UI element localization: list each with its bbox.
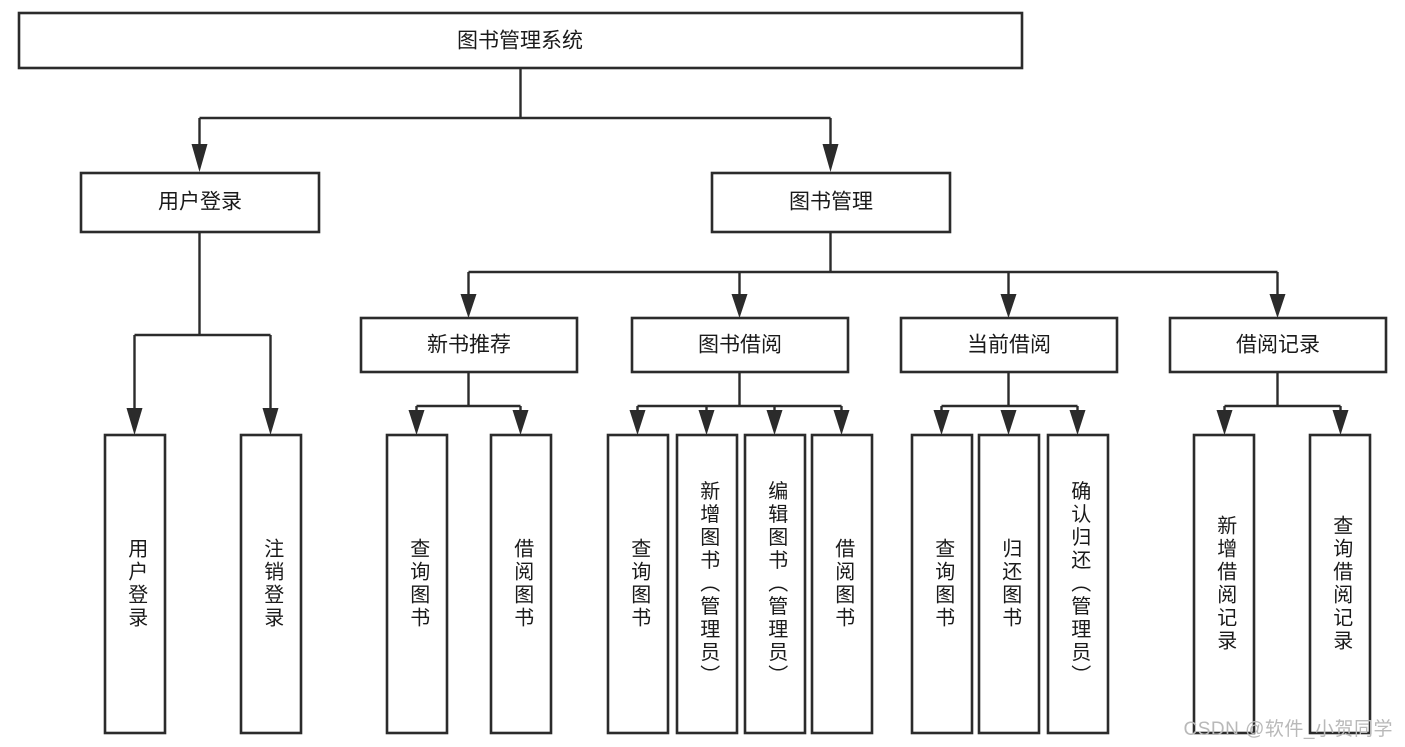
- node-leaf-add-book[interactable]: 新增图书（管理员）: [675, 433, 739, 735]
- node-leaf-query-book-1-label: 查询图书: [407, 538, 430, 630]
- node-leaf-query-book-3-box[interactable]: [910, 433, 974, 735]
- node-records-label: 借阅记录: [1236, 334, 1320, 357]
- arrow-current-to-return: [1000, 410, 1017, 435]
- node-leaf-edit-book[interactable]: 编辑图书（管理员）: [743, 433, 807, 735]
- node-newbook-box[interactable]: [359, 316, 579, 374]
- connector-group-root: [191, 68, 839, 172]
- node-root[interactable]: 图书管理系统: [17, 11, 1024, 70]
- node-leaf-query-record[interactable]: 查询借阅记录: [1308, 433, 1372, 735]
- node-leaf-query-book-2[interactable]: 查询图书: [606, 433, 670, 735]
- node-leaf-add-book-label: 新增图书（管理员）: [697, 480, 720, 687]
- node-leaf-query-book-1-box[interactable]: [385, 433, 449, 735]
- node-newbook[interactable]: 新书推荐: [359, 316, 579, 374]
- node-leaf-borrow-book-1-box[interactable]: [489, 433, 553, 735]
- arrow-records-to-query: [1332, 410, 1349, 435]
- node-leaf-return-book-label: 归还图书: [999, 538, 1022, 630]
- arrow-borrow-to-borrowbook: [833, 410, 850, 435]
- node-leaf-confirm-return[interactable]: 确认归还（管理员）: [1046, 433, 1110, 735]
- connector-group-login: [126, 232, 279, 435]
- node-leaf-borrow-book-2-label: 借阅图书: [832, 538, 855, 630]
- node-bookmgmt[interactable]: 图书管理: [710, 171, 952, 234]
- node-leaf-user-login-box[interactable]: [103, 433, 167, 735]
- node-leaf-user-logout-label: 注销登录: [261, 538, 284, 630]
- node-bookmgmt-box[interactable]: [710, 171, 952, 234]
- node-leaf-user-logout-box[interactable]: [239, 433, 303, 735]
- node-leaf-query-book-2-label: 查询图书: [628, 538, 651, 630]
- node-current[interactable]: 当前借阅: [899, 316, 1119, 374]
- node-leaf-return-book-box[interactable]: [977, 433, 1041, 735]
- node-root-label: 图书管理系统: [457, 30, 583, 53]
- node-leaf-query-book-2-box[interactable]: [606, 433, 670, 735]
- arrow-root-to-bookmgmt: [822, 144, 839, 172]
- arrow-borrow-to-add: [698, 410, 715, 435]
- node-leaf-query-book-3[interactable]: 查询图书: [910, 433, 974, 735]
- node-leaf-add-record[interactable]: 新增借阅记录: [1192, 433, 1256, 735]
- node-borrow-label: 图书借阅: [698, 334, 782, 357]
- node-leaf-borrow-book-1-label: 借阅图书: [511, 538, 534, 630]
- arrow-current-to-confirm: [1069, 410, 1086, 435]
- node-leaf-query-record-box[interactable]: [1308, 433, 1372, 735]
- node-leaf-add-record-label: 新增借阅记录: [1214, 515, 1237, 653]
- arrow-newbook-to-borrow: [512, 410, 529, 435]
- node-leaf-borrow-book-2[interactable]: 借阅图书: [810, 433, 874, 735]
- node-leaf-borrow-book-2-box[interactable]: [810, 433, 874, 735]
- node-borrow-box[interactable]: [630, 316, 850, 374]
- node-root-box[interactable]: [17, 11, 1024, 70]
- node-leaf-return-book[interactable]: 归还图书: [977, 433, 1041, 735]
- node-leaf-query-book-3-label: 查询图书: [932, 538, 955, 630]
- node-login-label: 用户登录: [158, 191, 242, 214]
- node-leaf-user-logout[interactable]: 注销登录: [239, 433, 303, 735]
- connector-group-newbook: [408, 372, 529, 435]
- node-leaf-confirm-return-box[interactable]: [1046, 433, 1110, 735]
- connector-group-current: [933, 372, 1086, 435]
- node-newbook-label: 新书推荐: [427, 334, 511, 357]
- node-leaf-edit-book-label: 编辑图书（管理员）: [765, 480, 788, 687]
- node-records[interactable]: 借阅记录: [1168, 316, 1388, 374]
- node-current-box[interactable]: [899, 316, 1119, 374]
- node-leaf-user-login-label: 用户登录: [125, 538, 148, 630]
- node-leaf-borrow-book-1[interactable]: 借阅图书: [489, 433, 553, 735]
- arrow-bookmgmt-to-borrow: [731, 294, 748, 318]
- connector-group-records: [1216, 372, 1349, 435]
- arrow-borrow-to-edit: [766, 410, 783, 435]
- arrow-root-to-login: [191, 144, 208, 172]
- arrow-records-to-add: [1216, 410, 1233, 435]
- node-login[interactable]: 用户登录: [79, 171, 321, 234]
- node-leaf-query-record-label: 查询借阅记录: [1330, 515, 1353, 653]
- node-records-box[interactable]: [1168, 316, 1388, 374]
- node-login-box[interactable]: [79, 171, 321, 234]
- arrow-borrow-to-query: [629, 410, 646, 435]
- connector-group-borrow: [629, 372, 850, 435]
- arrow-bookmgmt-to-newbook: [460, 294, 477, 318]
- arrow-current-to-query: [933, 410, 950, 435]
- node-leaf-confirm-return-label: 确认归还（管理员）: [1068, 480, 1091, 687]
- arrow-login-to-user-logout: [262, 408, 279, 435]
- arrow-bookmgmt-to-records: [1269, 294, 1286, 318]
- node-leaf-add-record-box[interactable]: [1192, 433, 1256, 735]
- arrow-login-to-user-login: [126, 408, 143, 435]
- node-bookmgmt-label: 图书管理: [789, 191, 873, 214]
- connector-group-bookmgmt: [460, 232, 1286, 318]
- node-leaf-query-book-1[interactable]: 查询图书: [385, 433, 449, 735]
- arrow-bookmgmt-to-current: [1000, 294, 1017, 318]
- arrow-newbook-to-query: [408, 410, 425, 435]
- node-leaf-edit-book-box[interactable]: [743, 433, 807, 735]
- node-leaf-add-book-box[interactable]: [675, 433, 739, 735]
- node-current-label: 当前借阅: [967, 334, 1051, 357]
- node-leaf-user-login[interactable]: 用户登录: [103, 433, 167, 735]
- node-borrow[interactable]: 图书借阅: [630, 316, 850, 374]
